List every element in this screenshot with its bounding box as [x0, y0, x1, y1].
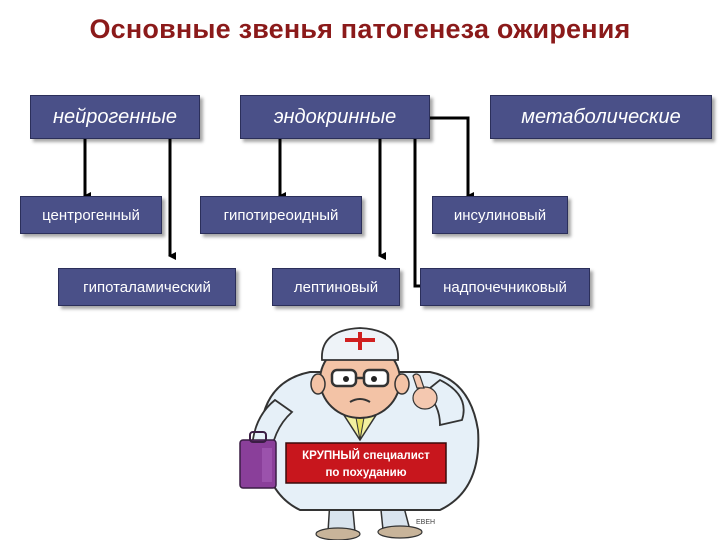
type-leptin-label: лептиновый — [293, 278, 379, 296]
category-endocrine-label: эндокринные — [273, 105, 397, 128]
type-adrenal-label: надпочечниковый — [443, 278, 567, 296]
page-title: Основные звенья патогенеза ожирения — [89, 14, 631, 44]
artist-signature: ЕВЕН — [416, 519, 435, 526]
badge-line2: по похуданию — [325, 467, 406, 479]
type-hypothyroid: гипотиреоидный — [200, 196, 362, 234]
arrow-endo-insulin — [428, 116, 474, 200]
type-leptin: лептиновый — [272, 268, 400, 306]
glasses-icon — [330, 368, 390, 388]
badge-line1: КРУПНЫЙ специалист — [302, 449, 430, 462]
category-metabolic-label: метаболические — [521, 105, 681, 128]
doctor-hat-icon — [321, 327, 399, 361]
type-insulin: инсулиновый — [432, 196, 568, 234]
type-insulin-label: инсулиновый — [453, 206, 547, 224]
type-centrogenic-label: центрогенный — [42, 206, 140, 224]
doctor-head — [310, 341, 410, 419]
doctor-right-arm — [412, 373, 465, 427]
type-hypothalamic-label: гипоталамический — [83, 278, 211, 296]
category-neurogenic-label: нейрогенные — [52, 105, 178, 128]
type-adrenal: надпочечниковый — [420, 268, 590, 306]
briefcase-icon — [239, 431, 277, 489]
specialist-badge: КРУПНЫЙ специалист по похуданию — [285, 442, 447, 484]
type-hypothyroid-label: гипотиреоидный — [223, 206, 339, 224]
type-hypothalamic: гипоталамический — [58, 268, 236, 306]
category-endocrine: эндокринные — [240, 95, 430, 139]
category-neurogenic: нейрогенные — [30, 95, 200, 139]
doctor-mouth — [349, 398, 371, 403]
type-centrogenic: центрогенный — [20, 196, 162, 234]
category-metabolic: метаболические — [490, 95, 712, 139]
